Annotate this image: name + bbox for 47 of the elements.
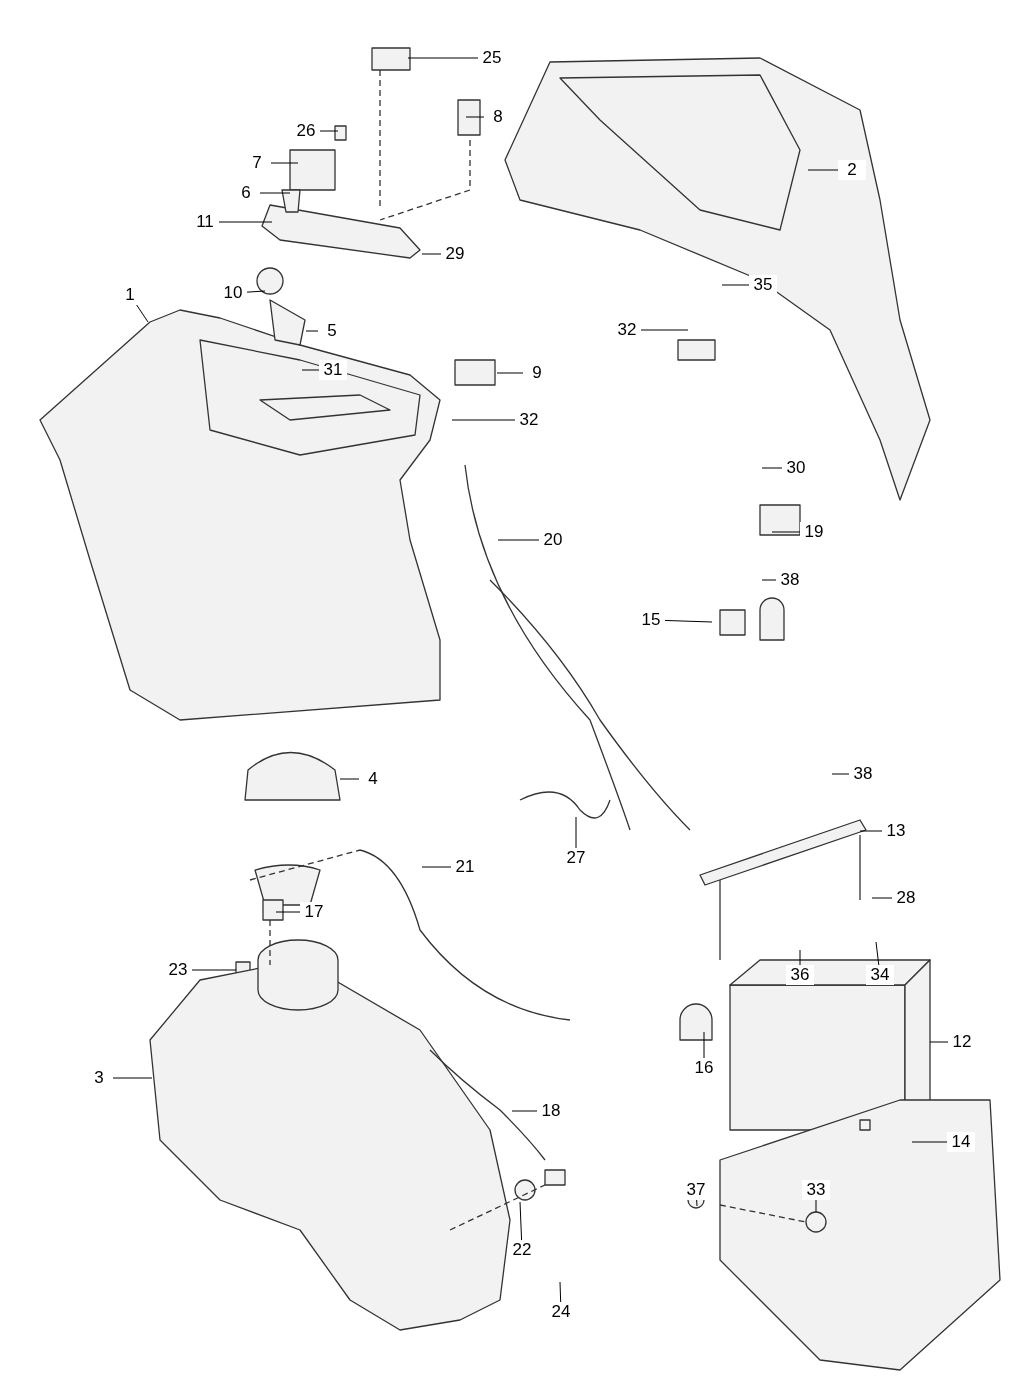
leader-line [761, 467, 783, 469]
leader-line [831, 773, 850, 775]
leader-line [407, 57, 479, 59]
leader-line [218, 221, 273, 223]
leader-line [275, 911, 301, 913]
leader-line [136, 304, 149, 323]
callout-number: 33 [802, 1180, 830, 1200]
leader-line [799, 949, 801, 966]
leader-line [815, 1199, 817, 1213]
leader-line [807, 169, 839, 171]
leader-line [339, 778, 360, 780]
leader-line [771, 531, 801, 533]
leader-line [191, 969, 237, 971]
leader-line [496, 372, 524, 374]
callout-number: 14 [947, 1132, 975, 1152]
leader-line [259, 192, 291, 194]
leader-line [421, 866, 452, 868]
leader-line [703, 1031, 705, 1059]
leader-line [696, 1199, 698, 1207]
leader-line [519, 1201, 523, 1241]
leader-line [511, 1110, 538, 1112]
leader-line [875, 941, 880, 966]
callout-number: 34 [866, 965, 894, 985]
leader-line [871, 897, 893, 899]
leader-line [929, 1041, 949, 1043]
leader-line [664, 619, 713, 623]
leader-line [859, 830, 883, 832]
leader-line [911, 1141, 948, 1143]
leader-line [319, 130, 339, 132]
callout-number: 2 [838, 160, 866, 180]
leader-line [721, 284, 750, 286]
leader-line [465, 116, 485, 118]
leader-line [451, 419, 516, 421]
leader-line [246, 290, 266, 293]
leader-line [761, 579, 777, 581]
leader-line [421, 253, 442, 255]
callout-number: 35 [749, 275, 777, 295]
leader-line [305, 330, 319, 332]
callout-number: 31 [319, 360, 347, 380]
leader-line [497, 539, 540, 541]
leader-line [270, 162, 299, 164]
leader-line [575, 816, 577, 849]
leader-line [301, 369, 320, 371]
leader-line [559, 1281, 562, 1303]
leader-line [112, 1077, 153, 1079]
callout-number: 36 [786, 965, 814, 985]
leader-line [640, 329, 689, 331]
